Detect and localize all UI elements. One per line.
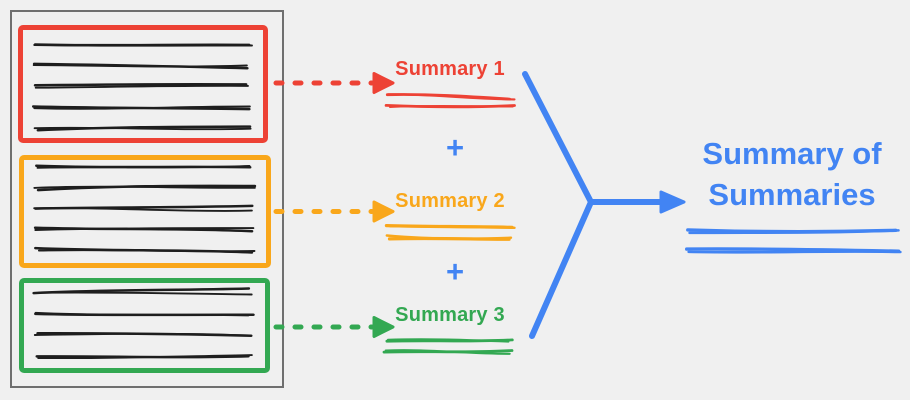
summary-of-summaries-label: Summary of Summaries xyxy=(702,136,882,212)
document-chunk-3 xyxy=(19,278,270,373)
summary-1-label: Summary 1 xyxy=(395,58,505,80)
document-chunk-2 xyxy=(19,155,271,268)
dashed-arrow-red-icon xyxy=(273,72,395,94)
document-chunk-1 xyxy=(18,25,268,143)
document-page xyxy=(10,10,284,388)
summary-3-label: Summary 3 xyxy=(395,304,505,326)
plus-operator-2: + xyxy=(445,254,465,289)
dashed-arrow-green-icon xyxy=(273,316,395,338)
plus-operator-1: + xyxy=(445,130,465,165)
summary-underline-scribbles xyxy=(382,93,902,355)
handwritten-text-lines xyxy=(33,164,257,254)
handwritten-text-lines xyxy=(31,43,253,132)
dashed-arrow-orange-icon xyxy=(273,200,395,223)
handwritten-text-lines xyxy=(32,287,255,360)
merge-arrow-icon xyxy=(522,71,686,339)
summary-2-label: Summary 2 xyxy=(395,190,505,212)
